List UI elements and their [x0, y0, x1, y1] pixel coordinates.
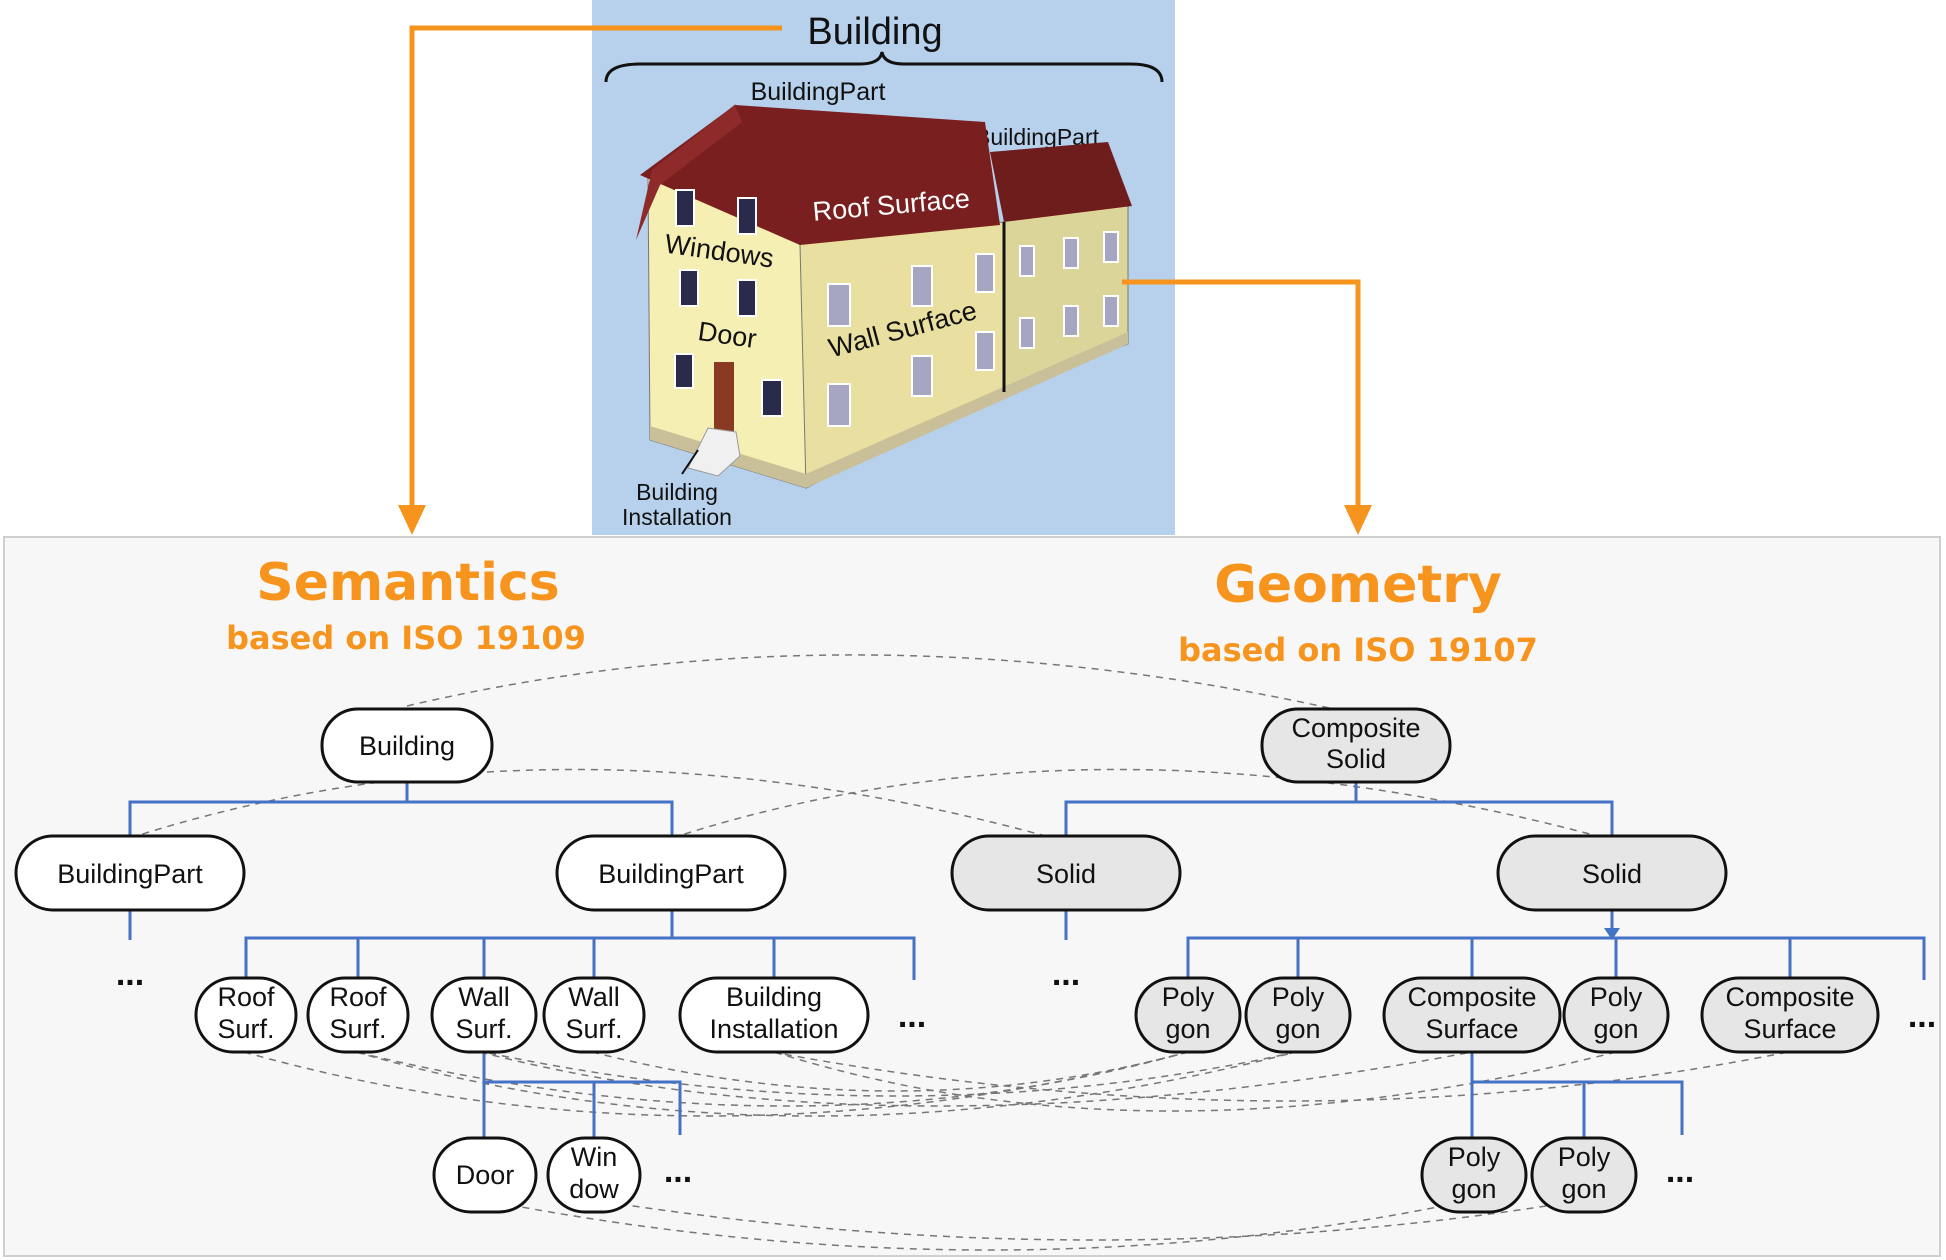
svg-text:Poly: Poly [1448, 1142, 1501, 1172]
building-illustration: Building BuildingPart BuildingPart [592, 0, 1175, 535]
svg-text:gon: gon [1165, 1014, 1210, 1044]
node-buildingpart-2: BuildingPart [555, 834, 787, 912]
ellipsis-semantic-level2: ... [898, 997, 926, 1035]
tree-arrowhead [1604, 928, 1620, 940]
svg-text:gon: gon [1593, 1014, 1638, 1044]
gable-roof-edge [636, 105, 742, 240]
svg-text:Solid: Solid [1036, 859, 1096, 889]
node-polygon-1: Poly gon [1134, 976, 1242, 1054]
right-part-roof [990, 142, 1132, 222]
node-wall-surf-1: Wall Surf. [430, 976, 538, 1054]
svg-text:BuildingPart: BuildingPart [598, 859, 744, 889]
node-polygon-5: Poly gon [1530, 1136, 1638, 1214]
svg-text:Poly: Poly [1558, 1142, 1611, 1172]
svg-text:Surface: Surface [1425, 1014, 1518, 1044]
svg-text:BuildingPart: BuildingPart [57, 859, 203, 889]
semantics-tree: Building BuildingPart BuildingPart Roof … [14, 707, 926, 1214]
label-buildingpart-left: BuildingPart [751, 78, 886, 106]
svg-text:dow: dow [569, 1174, 619, 1204]
stairs-shape [687, 427, 741, 477]
geometry-title: Geometry [1214, 555, 1502, 615]
orange-arrows [409, 25, 1361, 510]
svg-text:Surf.: Surf. [217, 1014, 274, 1044]
svg-text:Building: Building [359, 731, 455, 761]
node-composite-surface-1: Composite Surface [1382, 976, 1562, 1054]
ellipsis-geometry-level2: ... [1908, 997, 1936, 1035]
node-composite-solid: Composite Solid [1260, 707, 1452, 784]
node-polygon-4: Poly gon [1420, 1136, 1528, 1214]
svg-text:Wall: Wall [568, 982, 620, 1012]
svg-text:Surface: Surface [1743, 1014, 1836, 1044]
svg-text:Roof: Roof [217, 982, 275, 1012]
svg-text:Win: Win [571, 1142, 618, 1172]
node-window: Win dow [546, 1136, 642, 1214]
label-installation-line1: Building [636, 479, 718, 505]
node-polygon-3: Poly gon [1562, 976, 1670, 1054]
semantics-subtitle: based on ISO 19109 [226, 619, 586, 657]
ellipsis-semantic-level3: ... [664, 1152, 692, 1190]
svg-text:Surf.: Surf. [329, 1014, 386, 1044]
label-installation-line2: Installation [622, 504, 732, 530]
svg-text:Composite: Composite [1725, 982, 1854, 1012]
arrowhead-geometry [1344, 505, 1372, 535]
svg-text:Roof: Roof [329, 982, 387, 1012]
node-roof-surf-1: Roof Surf. [194, 976, 298, 1054]
svg-text:Installation: Installation [709, 1014, 838, 1044]
svg-text:Solid: Solid [1326, 744, 1386, 774]
node-building-installation: Building Installation [678, 976, 870, 1054]
ellipsis-solid1: ... [1052, 955, 1080, 993]
svg-text:gon: gon [1451, 1174, 1496, 1204]
ellipsis-geometry-level3: ... [1666, 1152, 1694, 1190]
svg-text:Building: Building [726, 982, 822, 1012]
node-roof-surf-2: Roof Surf. [306, 976, 410, 1054]
illustration-title: Building [807, 11, 942, 53]
ellipsis-part1: ... [116, 955, 144, 993]
tree-lines [128, 782, 1926, 1138]
svg-text:Surf.: Surf. [565, 1014, 622, 1044]
svg-text:Poly: Poly [1272, 982, 1325, 1012]
svg-text:Solid: Solid [1582, 859, 1642, 889]
geometry-subtitle: based on ISO 19107 [1178, 631, 1538, 669]
curly-brace [604, 51, 1164, 83]
svg-text:gon: gon [1561, 1174, 1606, 1204]
node-solid-2: Solid [1496, 834, 1728, 912]
node-buildingpart-1: BuildingPart [14, 834, 246, 912]
node-door: Door [432, 1136, 538, 1214]
node-building: Building [320, 707, 494, 784]
door-shape [714, 362, 734, 436]
gable-windows [674, 189, 783, 417]
svg-text:Wall: Wall [458, 982, 510, 1012]
svg-text:Door: Door [456, 1160, 515, 1190]
arrowhead-semantics [398, 505, 426, 535]
svg-text:Composite: Composite [1407, 982, 1536, 1012]
semantics-title: Semantics [256, 553, 559, 613]
wall-windows [827, 231, 1119, 427]
svg-text:Poly: Poly [1162, 982, 1215, 1012]
node-wall-surf-2: Wall Surf. [542, 976, 646, 1054]
node-composite-surface-2: Composite Surface [1700, 976, 1880, 1054]
main-roof [640, 105, 1000, 245]
svg-text:Surf.: Surf. [455, 1014, 512, 1044]
node-solid-1: Solid [950, 834, 1182, 912]
svg-text:Poly: Poly [1590, 982, 1643, 1012]
svg-text:Composite: Composite [1291, 713, 1420, 743]
geometry-tree: Composite Solid Solid Solid Poly gon Pol… [950, 707, 1936, 1214]
node-polygon-2: Poly gon [1244, 976, 1352, 1054]
installation-pointer [681, 449, 699, 475]
svg-text:gon: gon [1275, 1014, 1320, 1044]
